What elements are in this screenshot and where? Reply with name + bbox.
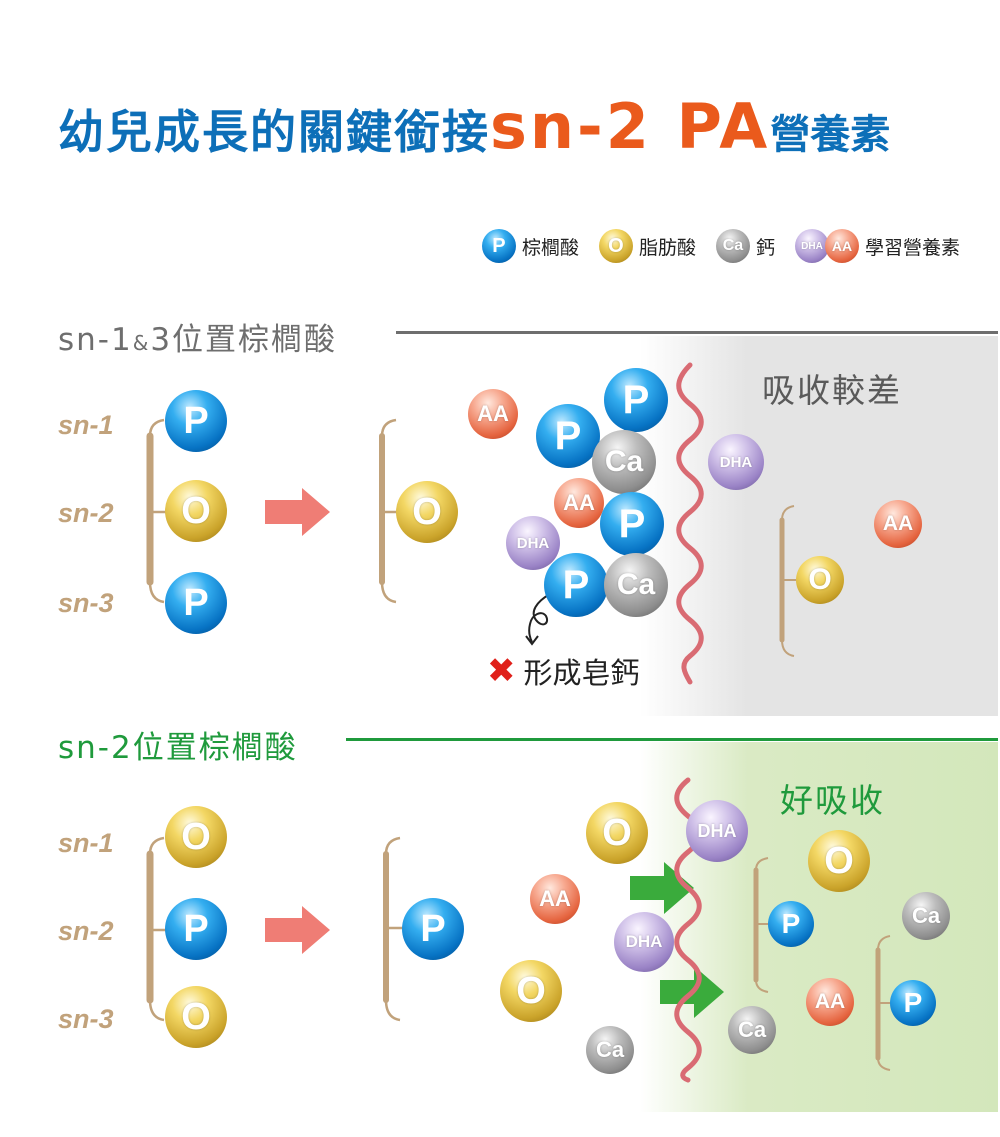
calcium-ball: Ca xyxy=(586,1026,634,1074)
palmitic-acid-ball: P xyxy=(544,553,608,617)
palmitic-acid-ball: P xyxy=(165,390,227,452)
section-divider-sn2 xyxy=(346,738,998,741)
calcium-ball: Ca xyxy=(728,1006,776,1054)
digest-arrow-icon xyxy=(265,906,330,954)
fatty-acid-ball: O xyxy=(586,802,648,864)
cross-icon: ✖ xyxy=(487,651,516,691)
palmitic-acid-ball: P xyxy=(600,492,664,556)
section-title-sn2: sn-2位置棕櫚酸 xyxy=(58,730,298,766)
digested-bracket xyxy=(379,418,398,604)
poor-absorption-zone xyxy=(640,336,998,716)
legend-label-palmitic: 棕櫚酸 xyxy=(521,236,579,259)
section-title-sn13: sn-1&3位置棕櫚酸 xyxy=(58,322,338,358)
intestinal-wall-icon xyxy=(676,362,704,685)
palmitic-acid-ball: P xyxy=(165,898,227,960)
fatty-acid-ball: O xyxy=(796,556,844,604)
sn2-label: sn-2 xyxy=(58,498,114,528)
legend-label-calcium: 鈣 xyxy=(755,236,775,259)
palmitic-acid-ball: P xyxy=(768,901,814,947)
fatty-acid-ball: O xyxy=(165,480,227,542)
palmitic-acid-ball: P xyxy=(165,572,227,634)
good-absorption-label: 好吸收 xyxy=(780,781,885,820)
aa-ball: AA xyxy=(554,478,604,528)
dha-ball: DHA xyxy=(614,912,674,972)
absorbed-bracket xyxy=(779,505,796,657)
sn2-label: sn-2 xyxy=(58,916,114,946)
legend-label-learning: 學習營養素 xyxy=(864,236,960,259)
title-tail: 營養素 xyxy=(770,112,891,158)
fatty-acid-ball: O xyxy=(165,986,227,1048)
aa-ball: AA xyxy=(806,978,854,1026)
dha-ball: DHA xyxy=(506,516,560,570)
aa-ball: AA xyxy=(468,389,518,439)
palmitic-acid-ball: P xyxy=(536,404,600,468)
calcium-icon: Ca xyxy=(715,229,750,263)
aa-ball: AA xyxy=(874,500,922,548)
digested-bracket xyxy=(383,836,404,1022)
absorbed-bracket xyxy=(875,935,892,1071)
title-main: 幼兒成長的關鍵銜接 xyxy=(58,105,490,159)
calcium-ball: Ca xyxy=(592,430,656,494)
legend: P 棕櫚酸 O 脂肪酸 Ca 鈣 DHA AA 學習營養素 xyxy=(481,228,960,264)
fatty-acid-ball: O xyxy=(165,806,227,868)
aa-icon: AA xyxy=(824,229,859,263)
palmitic-acid-ball: P xyxy=(890,980,936,1026)
page-title: 幼兒成長的關鍵銜接sn-2 PA營養素 xyxy=(58,90,978,170)
fatty-acid-ball: O xyxy=(396,481,458,543)
sn1-label: sn-1 xyxy=(58,410,114,440)
title-highlight: sn-2 PA xyxy=(490,90,771,163)
digest-arrow-icon xyxy=(265,488,330,536)
calcium-soap-note: ✖ 形成皂鈣 xyxy=(487,650,640,692)
aa-ball: AA xyxy=(530,874,580,924)
calcium-ball: Ca xyxy=(604,553,668,617)
curl-arrow-icon xyxy=(528,593,551,643)
sn1-label: sn-1 xyxy=(58,828,114,858)
fatty-acid-ball: O xyxy=(808,830,870,892)
learning-nutrient-icon: DHA AA xyxy=(794,229,859,263)
fatty-acid-ball: O xyxy=(500,960,562,1022)
poor-absorption-label: 吸收較差 xyxy=(762,371,902,410)
fatty-acid-icon: O xyxy=(598,229,633,263)
absorbed-bracket xyxy=(753,857,770,993)
sn3-label: sn-3 xyxy=(58,588,114,618)
section-divider-sn13 xyxy=(396,331,998,334)
dha-ball: DHA xyxy=(708,434,764,490)
palmitic-acid-ball: P xyxy=(402,898,464,960)
legend-label-fatty: 脂肪酸 xyxy=(638,236,696,259)
dha-ball: DHA xyxy=(686,800,748,862)
palmitic-acid-ball: P xyxy=(604,368,668,432)
sn3-label: sn-3 xyxy=(58,1004,114,1034)
palmitic-acid-icon: P xyxy=(481,229,516,263)
calcium-ball: Ca xyxy=(902,892,950,940)
calcium-soap-label: 形成皂鈣 xyxy=(523,656,640,690)
dha-icon: DHA xyxy=(794,229,829,263)
